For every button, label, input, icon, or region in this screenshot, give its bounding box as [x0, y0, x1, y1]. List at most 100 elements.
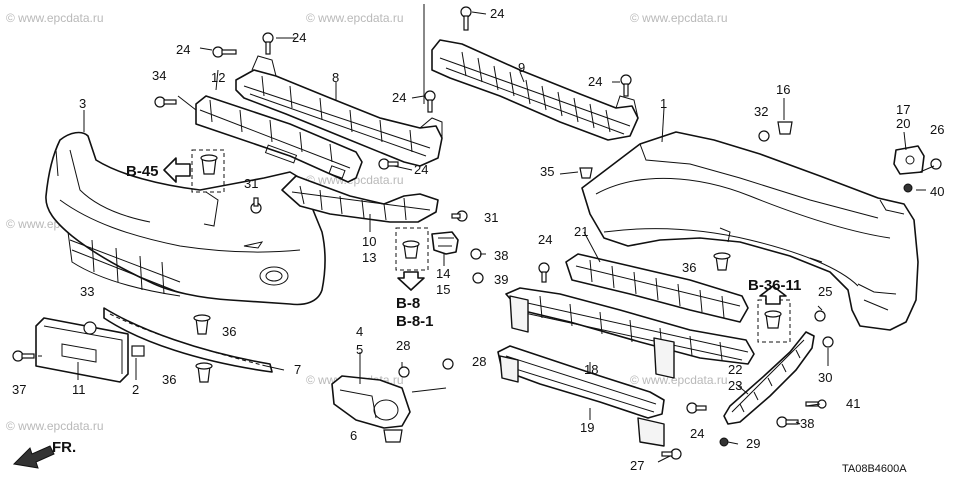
watermark-3: © www.epcdata.ru	[630, 11, 728, 25]
label-part-39: 39	[494, 272, 508, 287]
bolt-24-d	[620, 74, 632, 97]
ref-box-b45	[191, 149, 225, 193]
clip-36-b	[195, 362, 213, 383]
ref-label-b3611: B-36-11	[748, 277, 801, 294]
front-direction-indicator: FR.	[12, 439, 76, 469]
clip-16	[777, 121, 793, 135]
label-part-31-b: 31	[484, 210, 498, 225]
label-part-27: 27	[630, 458, 644, 473]
label-part-6: 6	[350, 428, 357, 443]
bolt-24-g	[538, 262, 550, 283]
watermark-1: © www.epcdata.ru	[6, 11, 104, 25]
bolt-28-b	[442, 358, 454, 370]
label-part-11: 11	[72, 382, 86, 397]
bolt-26	[930, 158, 942, 170]
label-part-38-b: 38	[800, 416, 814, 431]
label-part-15: 15	[436, 282, 450, 297]
label-part-28-b: 28	[472, 354, 486, 369]
nut-30	[822, 336, 834, 348]
label-part-24-a: 24	[176, 42, 190, 57]
label-part-23: 23	[728, 378, 742, 393]
label-part-12: 12	[211, 70, 225, 85]
bolt-24-c	[460, 6, 472, 31]
rear-absorber	[565, 253, 749, 323]
front-reinforcement	[431, 39, 639, 141]
label-part-38-a: 38	[494, 248, 508, 263]
bolt-24-e	[424, 90, 436, 113]
nut-33	[83, 321, 97, 335]
label-part-21: 21	[574, 224, 588, 239]
clip-2	[131, 345, 145, 357]
bolt-27	[661, 448, 682, 460]
nut-40	[903, 183, 913, 193]
label-part-3: 3	[79, 96, 86, 111]
front-label: FR.	[52, 439, 76, 456]
label-part-1: 1	[660, 96, 667, 111]
watermark-5: © www.epcdata.ru	[306, 173, 404, 187]
front-lip-molding	[103, 307, 273, 373]
bolt-24-f	[378, 158, 399, 170]
label-part-24-f: 24	[414, 162, 428, 177]
rear-bumper-face	[581, 131, 919, 331]
license-plate-base	[35, 317, 129, 383]
label-part-2: 2	[132, 382, 139, 397]
rear-lower-beam	[497, 345, 665, 447]
part-number-labels: 3 12 34 24 24 8 24 9 24 24 24 1 16 32 17…	[12, 6, 944, 473]
clip-39	[472, 272, 484, 284]
label-part-5: 5	[356, 342, 363, 357]
label-part-32: 32	[754, 104, 768, 119]
clip-36-c	[713, 252, 731, 271]
watermark-9: © www.epcdata.ru	[630, 373, 728, 387]
bolt-28-a	[398, 366, 410, 378]
bolt-32	[758, 130, 770, 142]
watermark-2: © www.epcdata.ru	[306, 11, 404, 25]
screw-38-a	[470, 248, 482, 260]
label-part-9: 9	[518, 60, 525, 75]
arrow-b3611	[759, 285, 787, 305]
label-part-35: 35	[540, 164, 554, 179]
rear-side-spacer	[723, 331, 815, 425]
ref-label-b8: B-8	[396, 295, 420, 312]
screw-38-b	[776, 416, 799, 428]
label-part-36-b: 36	[162, 372, 176, 387]
front-bumper-beam	[235, 55, 443, 167]
ref-box-b8	[395, 227, 429, 271]
label-part-13: 13	[362, 250, 376, 265]
watermark-7: © www.epcdata.ru	[6, 419, 104, 433]
label-part-17: 17	[896, 102, 910, 117]
fasteners	[12, 6, 942, 460]
arrow-b45	[163, 157, 191, 183]
label-part-24-c: 24	[490, 6, 504, 21]
bolt-25	[814, 310, 826, 322]
clip-36-a	[193, 314, 211, 335]
front-bumper-face	[45, 131, 326, 306]
label-part-25: 25	[818, 284, 832, 299]
label-part-41: 41	[846, 396, 860, 411]
label-part-34: 34	[152, 68, 166, 83]
clip-front-center	[200, 154, 218, 175]
label-part-22: 22	[728, 362, 742, 377]
label-part-40: 40	[930, 184, 944, 199]
label-part-10: 10	[362, 234, 376, 249]
clip-front-lower	[402, 240, 420, 259]
label-part-37: 37	[12, 382, 26, 397]
clip-rear-center	[764, 310, 782, 329]
rear-bumper-beam	[505, 287, 755, 379]
label-part-20: 20	[896, 116, 910, 131]
label-part-24-e: 24	[392, 90, 406, 105]
nut-29	[719, 437, 729, 447]
label-part-33: 33	[80, 284, 94, 299]
label-part-7: 7	[294, 362, 301, 377]
label-part-31-a: 31	[244, 176, 258, 191]
clip-35	[579, 167, 593, 179]
label-part-24-g: 24	[538, 232, 552, 247]
front-arrow-icon	[12, 445, 55, 469]
front-side-bracket	[281, 175, 439, 223]
bolt-34	[154, 96, 177, 108]
bracket-14-15	[431, 231, 459, 255]
label-part-30: 30	[818, 370, 832, 385]
ref-label-b81: B-8-1	[396, 313, 434, 330]
clip-31-b	[451, 210, 468, 222]
screw-37	[12, 350, 35, 362]
